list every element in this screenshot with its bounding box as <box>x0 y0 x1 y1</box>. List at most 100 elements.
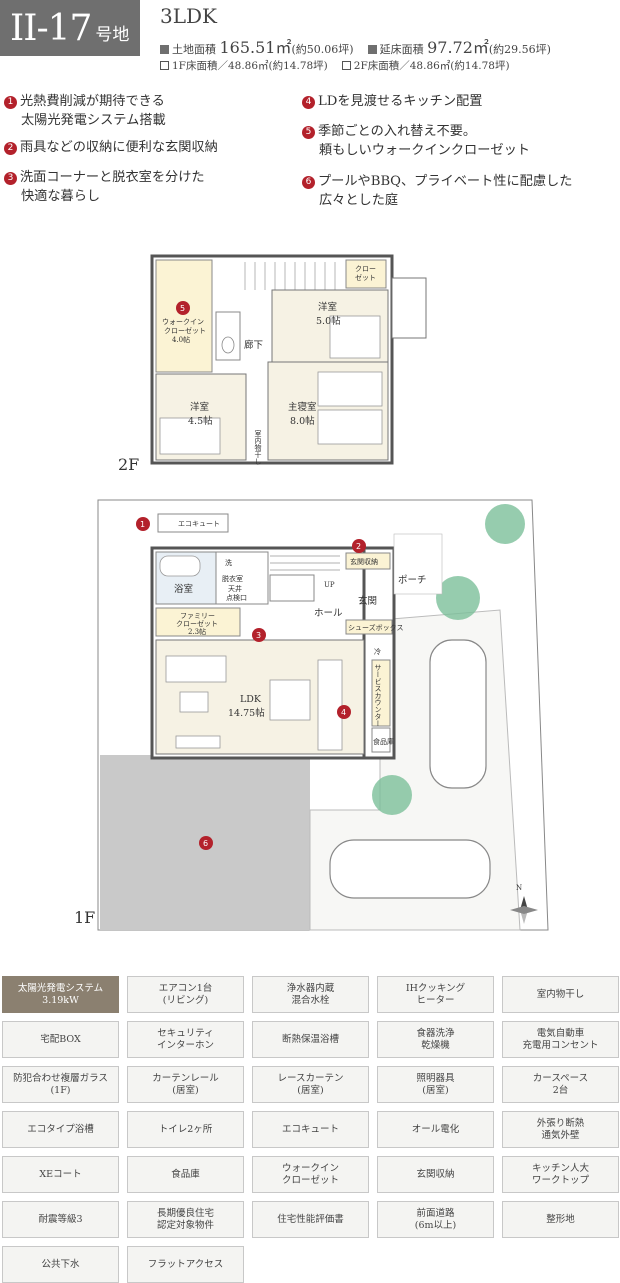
amenity-item: 浄水器内蔵 混合水栓 <box>252 976 369 1013</box>
entrance-storage <box>345 552 391 570</box>
room-label: 洋室 <box>318 301 337 313</box>
table-icon <box>179 691 209 713</box>
marker-3: 3 <box>252 628 266 642</box>
amenity-item: エアコン1台 (リビング) <box>127 976 244 1013</box>
room-label: クローゼット <box>164 326 206 335</box>
amenity-item: 食器洗浄 乾燥機 <box>377 1021 494 1058</box>
marker-6: 6 <box>199 836 213 850</box>
floor2-plan: ウォークイン クローゼット 4.0帖 クロー ゼット 廊下 洋室 5.0帖 洋室… <box>150 254 427 465</box>
amenity-item: カースペース 2台 <box>502 1066 619 1103</box>
land-area: 土地面積 165.51㎡(約50.06坪) <box>160 34 354 58</box>
toilet-1f <box>269 574 315 602</box>
room-label: 玄関収納 <box>350 557 378 566</box>
dining-table-icon <box>269 679 311 721</box>
amenity-item: 外張り断熱 通気外壁 <box>502 1111 619 1148</box>
number-badge: 2 <box>4 142 17 155</box>
room-label: 天井 <box>228 584 242 593</box>
bed-icon <box>159 417 221 455</box>
room-label: 玄関 <box>358 595 377 607</box>
room-label: 14.75帖 <box>228 707 265 719</box>
room-label: シューズボックス <box>348 623 403 632</box>
amenity-item: 照明器具 (居室) <box>377 1066 494 1103</box>
amenity-item: フラットアクセス <box>127 1246 244 1283</box>
room-label: 4.5帖 <box>188 415 213 427</box>
number-badge: 3 <box>4 172 17 185</box>
marker-4: 4 <box>337 705 351 719</box>
number-badge: 4 <box>302 96 315 109</box>
number-badge: 6 <box>302 176 315 189</box>
amenity-item: 住宅性能評価書 <box>252 1201 369 1238</box>
tree-icon <box>436 576 480 620</box>
room-label: サービスカウンター <box>374 664 382 727</box>
floor-area: 延床面積 97.72㎡(約29.56坪) <box>367 34 551 58</box>
number-badge: 1 <box>4 96 17 109</box>
bed-icon <box>317 409 383 445</box>
room-label: 食品庫 <box>373 737 394 746</box>
room-label: 冷 <box>374 647 381 656</box>
amenity-item: 公共下水 <box>2 1246 119 1283</box>
bed-icon <box>317 371 383 407</box>
room-label: 浴室 <box>174 583 193 595</box>
room-label: ポーチ <box>398 575 427 586</box>
room-label: ホール <box>314 608 343 619</box>
ecocute-unit <box>157 513 229 533</box>
svg-text:2: 2 <box>356 542 361 551</box>
amenity-item: 防犯合わせ複層ガラス (1F) <box>2 1066 119 1103</box>
amenity-item: IHクッキング ヒーター <box>377 976 494 1013</box>
bathtub-icon <box>159 555 201 577</box>
plan-type: 3LDK <box>160 4 217 28</box>
bed-icon <box>329 315 381 359</box>
sofa-icon <box>165 655 227 683</box>
room-label: LDK <box>240 694 262 705</box>
lot-suffix: 号地 <box>95 24 130 45</box>
pantry <box>371 727 391 753</box>
svg-text:1: 1 <box>140 520 145 529</box>
walkin-closet <box>155 259 213 373</box>
number-badge: 5 <box>302 126 315 139</box>
tv-board-icon <box>175 735 221 749</box>
marker-1: 1 <box>136 517 150 531</box>
amenity-item: 断熱保温浴槽 <box>252 1021 369 1058</box>
amenity-item: XEコート <box>2 1156 119 1193</box>
compass-icon: N <box>510 884 538 924</box>
amenity-item: カーテンレール (居室) <box>127 1066 244 1103</box>
area-row-main: 土地面積 165.51㎡(約50.06坪) 延床面積 97.72㎡(約29.56… <box>160 34 551 58</box>
amenity-item: トイレ2ヶ所 <box>127 1111 244 1148</box>
room-label: クロー <box>355 265 376 273</box>
area-row-floors: 1F床面積／48.86㎡(約14.78坪) 2F床面積／48.86㎡(約14.7… <box>160 58 510 73</box>
stairs <box>270 555 340 571</box>
amenity-item: 前面道路 (6m以上) <box>377 1201 494 1238</box>
floor2-label: 2F <box>118 455 140 474</box>
svg-text:3: 3 <box>256 631 261 640</box>
stairs <box>244 262 336 290</box>
room-label: 廊下 <box>244 339 263 351</box>
amenity-item: 整形地 <box>502 1201 619 1238</box>
room-label: エコキュート <box>178 520 220 528</box>
amenity-item: 太陽光発電システム 3.19kW <box>2 976 119 1013</box>
shoe-box <box>345 619 393 635</box>
car-icon <box>329 839 491 899</box>
amenity-item: オール電化 <box>377 1111 494 1148</box>
room-label: 洗 <box>225 558 232 567</box>
room-label: 洋室 <box>190 401 209 413</box>
amenity-item: 電気自動車 充電用コンセント <box>502 1021 619 1058</box>
outline-square-icon <box>341 61 351 70</box>
filled-square-icon <box>160 45 169 54</box>
room-label: クローゼット <box>176 619 218 628</box>
toilet-icon <box>221 336 235 354</box>
closet-2f <box>345 259 387 289</box>
svg-text:4: 4 <box>341 708 346 717</box>
floor1-plan: エコキュート 洗 脱衣室 天井 点検口 浴室 ファミリー クローゼット 2.3帖… <box>97 499 549 931</box>
dressing-room <box>215 551 269 605</box>
filled-square-icon <box>367 45 377 54</box>
amenity-item: キッチン人大 ワークトップ <box>502 1156 619 1193</box>
svg-text:5: 5 <box>180 304 185 313</box>
amenity-item: 耐震等級3 <box>2 1201 119 1238</box>
porch <box>393 533 443 595</box>
room-label: 5.0帖 <box>316 315 341 327</box>
